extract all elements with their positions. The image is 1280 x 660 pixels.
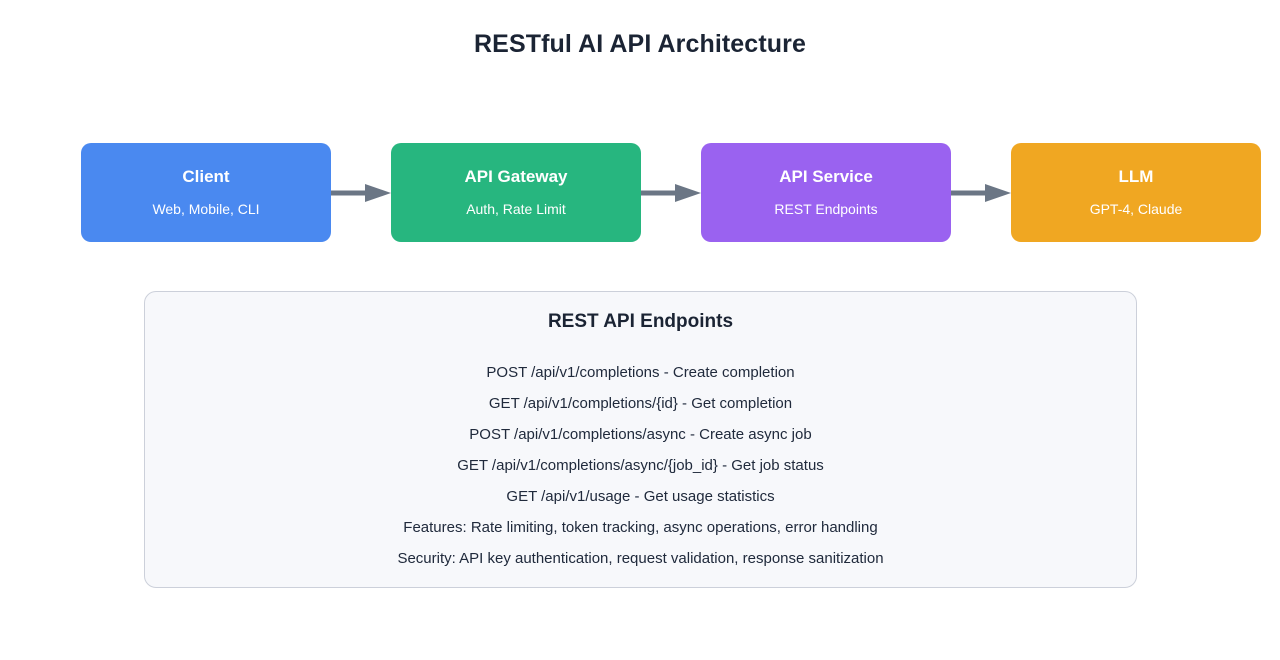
architecture-flow-row: Client Web, Mobile, CLI API Gateway Auth… (81, 143, 1261, 242)
flow-node-api-gateway[interactable]: API Gateway Auth, Rate Limit (391, 143, 641, 242)
flow-node-api-service-subtitle: REST Endpoints (774, 200, 878, 217)
flow-node-llm-subtitle: GPT-4, Claude (1089, 200, 1183, 217)
flow-node-api-gateway-subtitle: Auth, Rate Limit (466, 200, 566, 217)
endpoint-line: Security: API key authentication, reques… (397, 550, 884, 567)
page-title: RESTful AI API Architecture (474, 30, 806, 58)
flow-node-llm-title: LLM (1118, 167, 1154, 187)
arrow-right-icon (331, 182, 391, 204)
flow-node-llm[interactable]: LLM GPT-4, Claude (1011, 143, 1261, 242)
endpoint-line: POST /api/v1/completions/async - Create … (469, 426, 812, 443)
flow-node-client[interactable]: Client Web, Mobile, CLI (81, 143, 331, 242)
flow-node-api-service[interactable]: API Service REST Endpoints (701, 143, 951, 242)
flow-node-client-title: Client (182, 167, 230, 187)
connector-client-to-gateway (331, 143, 391, 242)
endpoint-line: Features: Rate limiting, token tracking,… (403, 519, 878, 536)
endpoint-line: GET /api/v1/completions/{id} - Get compl… (488, 395, 793, 412)
endpoints-list: POST /api/v1/completions - Create comple… (145, 357, 1136, 574)
flow-node-client-subtitle: Web, Mobile, CLI (152, 200, 260, 217)
arrow-right-icon (951, 182, 1011, 204)
rest-api-endpoints-panel: REST API Endpoints POST /api/v1/completi… (144, 291, 1137, 588)
endpoints-panel-heading: REST API Endpoints (547, 311, 734, 332)
flow-node-api-service-title: API Service (779, 167, 873, 187)
endpoint-line: POST /api/v1/completions - Create comple… (486, 364, 795, 381)
connector-service-to-llm (951, 143, 1011, 242)
flow-node-api-gateway-title: API Gateway (464, 167, 568, 187)
connector-gateway-to-service (641, 143, 701, 242)
endpoint-line: GET /api/v1/completions/async/{job_id} -… (457, 457, 824, 474)
endpoint-line: GET /api/v1/usage - Get usage statistics (506, 488, 775, 505)
arrow-right-icon (641, 182, 701, 204)
